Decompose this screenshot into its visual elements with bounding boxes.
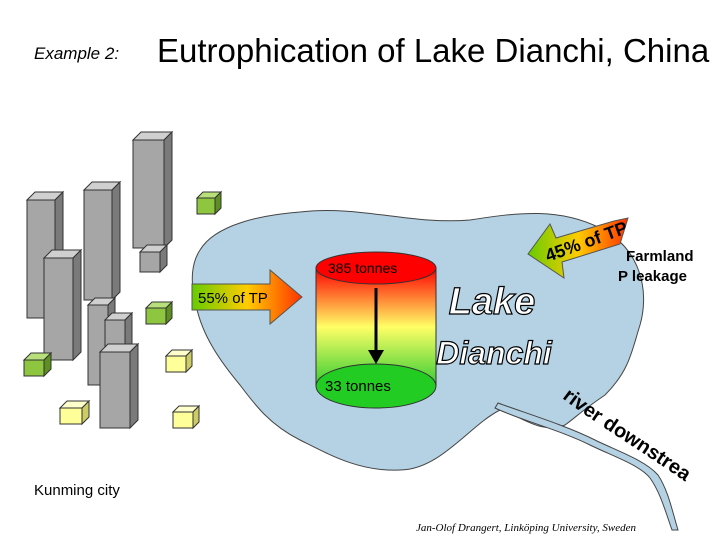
building bbox=[82, 180, 122, 302]
building bbox=[138, 243, 169, 274]
building-green bbox=[144, 300, 174, 326]
city-label: Kunming city bbox=[34, 482, 120, 499]
top-amount-label: 385 tonnes bbox=[328, 260, 397, 276]
river bbox=[494, 402, 679, 531]
kunming-city-buildings bbox=[22, 130, 223, 430]
building-green bbox=[195, 190, 223, 216]
building-green bbox=[22, 351, 53, 378]
building-yellow bbox=[171, 404, 201, 430]
building-yellow bbox=[58, 399, 91, 426]
cylinder-top bbox=[315, 251, 437, 285]
lake-label-line2: Dianchi bbox=[436, 335, 553, 371]
bottom-amount-label: 33 tonnes bbox=[325, 378, 391, 395]
building bbox=[42, 248, 83, 362]
phosphorus-cylinder: 385 tonnes 33 tonnes bbox=[315, 251, 437, 409]
farmland-label-line2: P leakage bbox=[618, 268, 687, 285]
credit-line: Jan-Olof Drangert, Linköping University,… bbox=[416, 522, 636, 534]
city-inflow-arrow: 55% of TP bbox=[191, 268, 303, 326]
lake-label-line1: Lake bbox=[449, 281, 536, 323]
example-label: Example 2: bbox=[34, 44, 120, 63]
building-yellow bbox=[164, 348, 194, 374]
slide-title: Eutrophication of Lake Dianchi, China bbox=[157, 32, 710, 69]
farmland-label-line1: Farmland bbox=[626, 248, 694, 265]
inflow-percent-label: 55% of TP bbox=[198, 290, 268, 307]
building bbox=[98, 342, 140, 430]
building bbox=[131, 130, 174, 250]
